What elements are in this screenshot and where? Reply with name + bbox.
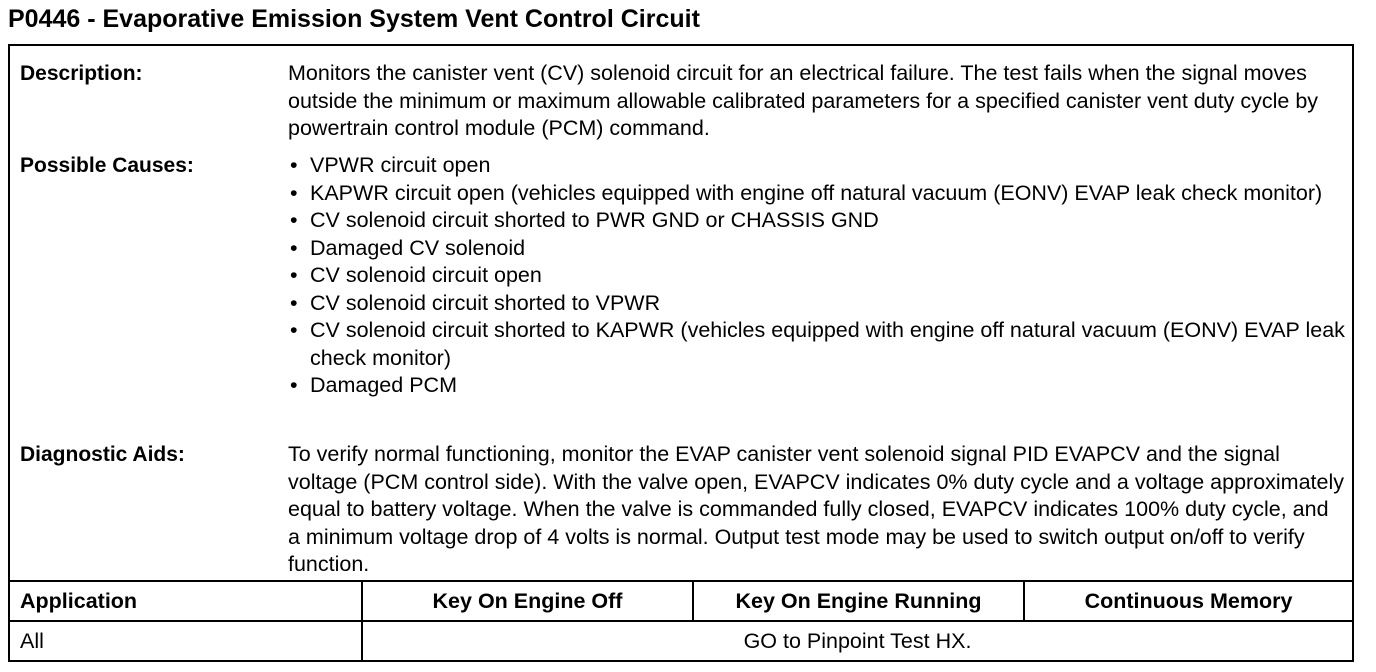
column-header-application: Application	[10, 582, 363, 622]
dtc-document: Description: Monitors the canister vent …	[8, 44, 1354, 662]
cause-item: VPWR circuit open	[288, 152, 1346, 180]
cause-item: Damaged CV solenoid	[288, 235, 1346, 263]
cause-item: KAPWR circuit open (vehicles equipped wi…	[288, 180, 1346, 208]
possible-causes-label: Possible Causes:	[20, 154, 194, 177]
cause-item: CV solenoid circuit shorted to VPWR	[288, 290, 1346, 318]
description-text: Monitors the canister vent (CV) solenoid…	[288, 61, 1319, 140]
table-header-row: Application Key On Engine Off Key On Eng…	[10, 582, 1352, 622]
diagnostic-aids-label: Diagnostic Aids:	[20, 443, 185, 466]
table-row: All GO to Pinpoint Test HX.	[10, 620, 1352, 660]
page-title: P0446 - Evaporative Emission System Vent…	[8, 5, 700, 33]
cause-item: CV solenoid circuit shorted to PWR GND o…	[288, 207, 1346, 235]
application-cell: All	[10, 620, 363, 660]
application-table: Application Key On Engine Off Key On Eng…	[10, 582, 1352, 660]
cause-item: CV solenoid circuit open	[288, 262, 1346, 290]
diagnostic-aids-text: To verify normal functioning, monitor th…	[288, 442, 1345, 576]
possible-causes-list-container: VPWR circuit open KAPWR circuit open (ve…	[288, 152, 1346, 400]
cause-item: CV solenoid circuit shorted to KAPWR (ve…	[288, 317, 1346, 372]
application-table-area: Application Key On Engine Off Key On Eng…	[10, 580, 1352, 662]
column-header-continuous-memory: Continuous Memory	[1023, 582, 1352, 622]
pinpoint-test-cell: GO to Pinpoint Test HX.	[361, 620, 1352, 660]
column-header-key-on-engine-off: Key On Engine Off	[361, 582, 694, 622]
description-label: Description:	[20, 62, 143, 85]
possible-causes-list: VPWR circuit open KAPWR circuit open (ve…	[288, 152, 1346, 400]
column-header-key-on-engine-running: Key On Engine Running	[692, 582, 1025, 622]
dtc-info-block: Description: Monitors the canister vent …	[10, 46, 1352, 580]
cause-item: Damaged PCM	[288, 372, 1346, 400]
